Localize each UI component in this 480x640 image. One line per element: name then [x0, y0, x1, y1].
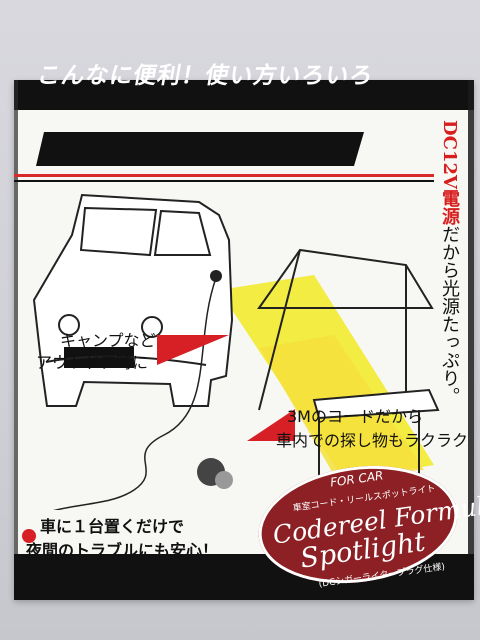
box-edge-left [14, 80, 18, 600]
bullet-dot [22, 529, 36, 543]
camp-label-line2: アウトドア時に [36, 353, 149, 372]
cord-label-line2: 車内での探し物もラクラク [276, 431, 469, 450]
red-triangle-cord [247, 409, 295, 441]
side-vertical-text: DC12V電源だから光源たっぷり。 [430, 120, 460, 405]
side-text-power: 電源 [439, 188, 460, 225]
side-text-12: 12 [439, 149, 460, 175]
box-top-band [14, 80, 474, 110]
red-triangle-camp [157, 335, 229, 365]
camp-label-line1: キャンプなど [60, 331, 156, 350]
header-stripe-1 [14, 174, 434, 177]
header-title: こんなに便利！使い方いろいろ [35, 63, 376, 89]
header-stripe-2 [14, 180, 434, 182]
header-banner [36, 132, 364, 166]
safety-line1: 車に１台置くだけで [40, 517, 185, 536]
side-text-dc: DC [439, 120, 460, 150]
side-text-rest: だから光源たっぷり。 [439, 224, 460, 405]
cord-label-line1: 3Mのコードだから [287, 407, 423, 426]
side-text-v: V [439, 175, 460, 189]
product-box: キャンプなど アウトドア時に 3Mのコードだから 車内での探し物もラクラク 車に… [14, 80, 474, 600]
box-edge-right [468, 80, 474, 600]
